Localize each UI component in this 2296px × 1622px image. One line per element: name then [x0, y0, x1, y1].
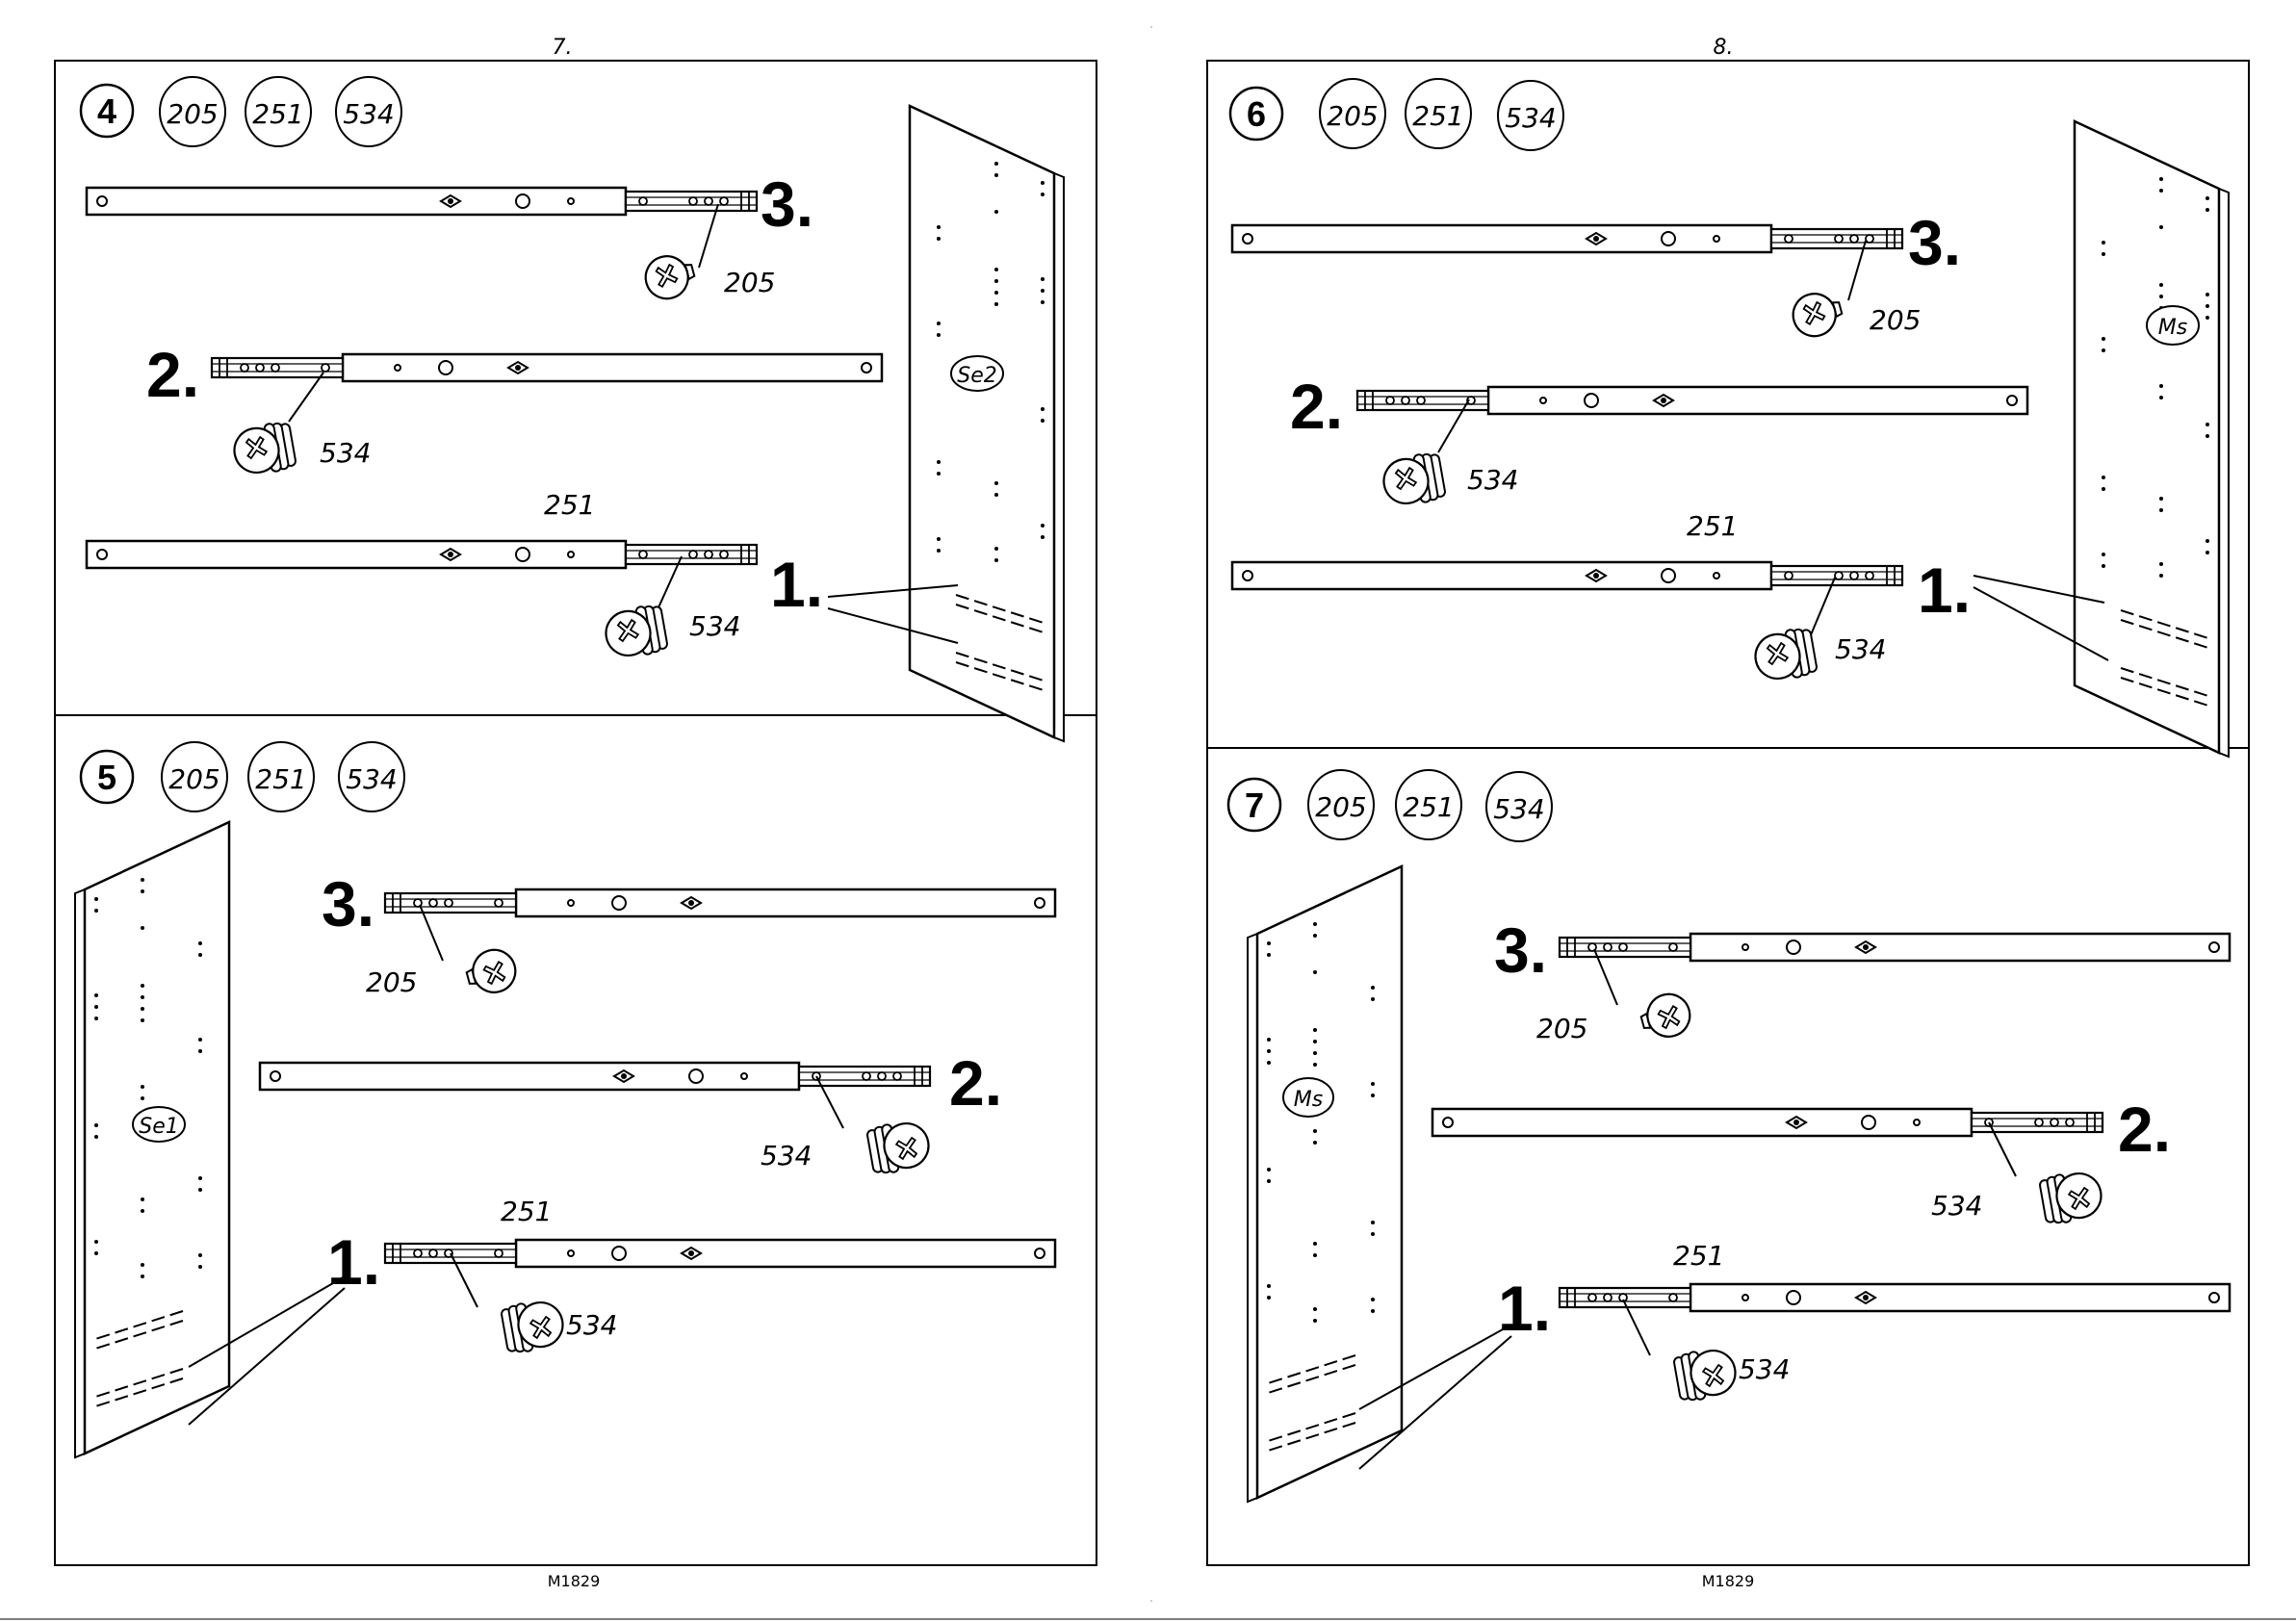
callout-number: 3.: [1494, 914, 1547, 986]
part-badge: 205: [1327, 100, 1378, 132]
page-8: 8. M1829 6 205 251 534 Ms 3. 205 2.: [1207, 36, 2249, 1590]
step-number: 4: [97, 91, 116, 131]
drawer-rail-icon: [1432, 1109, 2103, 1136]
part-badge: 534: [1493, 793, 1544, 825]
side-panel-icon: [1248, 866, 1402, 1502]
footer-code: M1829: [548, 1572, 601, 1590]
callout-number: 1.: [327, 1226, 380, 1298]
part-badge: 205: [167, 98, 218, 130]
dowel-screw-icon: [1752, 627, 1819, 684]
part-badge: 251: [1403, 791, 1454, 823]
screw-label: 205: [1870, 304, 1921, 336]
screw-icon: [1789, 288, 1846, 341]
drawer-rail-icon: [1560, 1284, 2230, 1311]
part-badge: 205: [1315, 791, 1366, 823]
panel-label: Ms: [1294, 1088, 1323, 1112]
screw-icon: [641, 250, 699, 303]
drawer-rail-icon: [1232, 225, 1902, 252]
step-number: 5: [97, 758, 116, 797]
part-badge: 251: [255, 763, 306, 795]
drawer-rail-icon: [385, 1240, 1055, 1267]
screw-label: 534: [566, 1309, 617, 1341]
dowel-screw-icon: [501, 1297, 567, 1354]
dowel-screw-icon: [866, 1118, 933, 1175]
drawer-rail-icon: [1357, 387, 2027, 414]
callout-number: 2.: [1290, 371, 1343, 442]
screw-label: 534: [689, 610, 740, 642]
footer-code: M1829: [1702, 1572, 1755, 1590]
screw-label: 534: [1931, 1190, 1982, 1222]
rail-label: 251: [1687, 510, 1738, 542]
panel-label: Ms: [2158, 316, 2187, 340]
callout-number: 3.: [761, 168, 813, 240]
callout-number: 1.: [1498, 1273, 1551, 1344]
screw-label: 205: [366, 966, 417, 998]
part-badge: 534: [343, 98, 394, 130]
part-badge: 534: [1505, 102, 1556, 134]
screw-label: 534: [1739, 1353, 1790, 1385]
step-7-panel: 7 205 251 534 Ms 3. 205 2. 534 251 1.: [1228, 770, 2230, 1502]
page-7: 7. M1829 4 205 251 534 Se2 3. 205 2.: [55, 36, 1096, 1590]
dowel-screw-icon: [1380, 451, 1447, 509]
step-6-panel: 6 205 251 534 Ms 3. 205 2. 534 251 1.: [1230, 79, 2229, 757]
callout-number: 2.: [949, 1047, 1002, 1119]
screw-label: 534: [320, 437, 371, 469]
rail-label: 251: [544, 489, 595, 521]
part-badge: 205: [168, 763, 219, 795]
drawer-rail-icon: [1560, 934, 2230, 961]
screw-label: 534: [1467, 464, 1518, 496]
drawer-rail-icon: [1232, 562, 1902, 589]
screw-label: 534: [761, 1140, 812, 1171]
part-badge: 534: [346, 763, 397, 795]
rail-label: 251: [1673, 1240, 1724, 1272]
callout-number: 2.: [146, 339, 199, 410]
panel-label: Se2: [957, 364, 997, 388]
drawer-rail-icon: [87, 188, 757, 215]
rail-label: 251: [501, 1196, 552, 1227]
callout-number: 2.: [2118, 1094, 2171, 1165]
dowel-screw-icon: [603, 604, 669, 661]
step-number: 6: [1247, 94, 1266, 134]
page-number: 7.: [553, 36, 573, 60]
screw-icon: [1638, 990, 1695, 1043]
callout-number: 1.: [1918, 554, 1971, 626]
side-panel-icon: [2075, 121, 2229, 757]
part-badge: 251: [1412, 100, 1463, 132]
screw-label: 534: [1835, 633, 1886, 665]
part-badge: 251: [252, 98, 303, 130]
drawer-rail-icon: [212, 354, 882, 381]
drawer-rail-icon: [385, 889, 1055, 916]
dowel-screw-icon: [231, 421, 297, 478]
screw-icon: [463, 945, 521, 998]
callout-number: 1.: [770, 549, 823, 620]
callout-number: 3.: [1908, 207, 1961, 278]
drawer-rail-icon: [87, 541, 757, 568]
callout-number: 3.: [322, 868, 374, 940]
screw-label: 205: [724, 267, 775, 298]
screw-label: 205: [1536, 1013, 1587, 1044]
side-panel-icon: [910, 106, 1064, 741]
step-4-panel: 4 205 251 534 Se2 3. 205 2. 534 251 1.: [81, 77, 1064, 741]
dowel-screw-icon: [2039, 1168, 2105, 1225]
panel-label: Se1: [139, 1115, 179, 1139]
dowel-screw-icon: [1673, 1345, 1740, 1403]
step-number: 7: [1245, 785, 1264, 825]
page-number: 8.: [1714, 36, 1734, 60]
drawer-rail-icon: [260, 1063, 930, 1090]
step-5-panel: 5 205 251 534 Se1 3. 205 2. 534 251 1.: [75, 742, 1055, 1457]
